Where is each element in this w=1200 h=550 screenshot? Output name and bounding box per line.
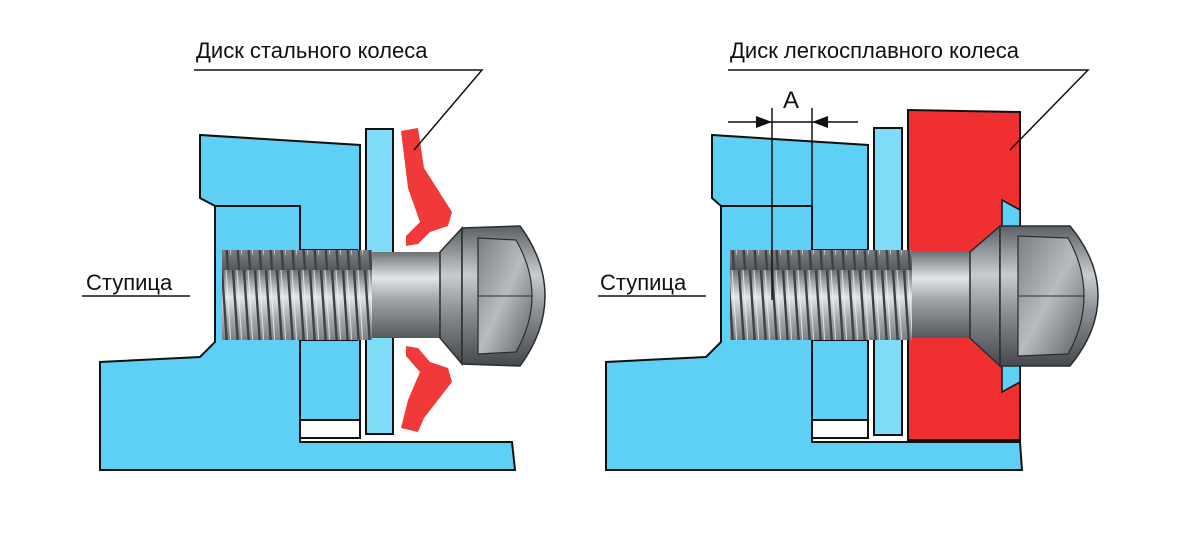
hub-recess-left — [299, 419, 361, 439]
leader-alloy-disc — [728, 69, 1090, 151]
hub-recess-right — [811, 419, 869, 439]
steel-wheel-disc-lower — [401, 346, 452, 432]
dimension-a-arrow-right — [812, 116, 828, 128]
label-hub-right: Ступица — [600, 270, 687, 295]
label-alloy-wheel-disc: Диск легкосплавного колеса — [730, 38, 1020, 63]
bolt-shaft-left — [372, 252, 442, 338]
label-hub-left: Ступица — [86, 270, 173, 295]
bolt-cone-left — [439, 226, 463, 367]
dimension-a-arrow-left — [756, 116, 772, 128]
label-steel-wheel-disc: Диск стального колеса — [196, 38, 428, 63]
bolt-shaft-right — [912, 252, 972, 338]
bolt-thread-right — [730, 250, 912, 340]
alloy-wheel-assembly — [598, 69, 1099, 471]
bolt-thread-left — [222, 250, 372, 340]
label-dimension-a: А — [783, 87, 799, 114]
leader-steel-disc — [194, 69, 484, 151]
steel-wheel-disc — [401, 128, 452, 246]
steel-wheel-assembly — [82, 69, 546, 471]
